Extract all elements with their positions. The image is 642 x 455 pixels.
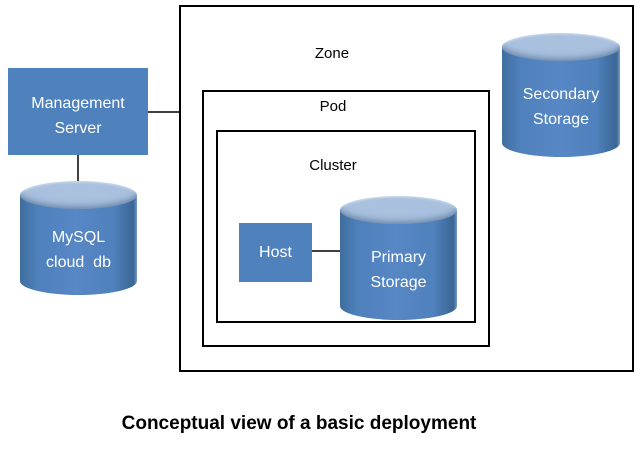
zone-label: Zone <box>314 45 350 62</box>
primary-storage-cylinder: Primary Storage <box>340 196 457 320</box>
primary-storage-label-line1: Primary <box>370 249 427 266</box>
mysql-db-cylinder: MySQL cloud db <box>20 181 137 295</box>
management-server-label-line1: Management <box>31 95 125 112</box>
secondary-storage-cylinder: Secondary Storage <box>502 33 620 157</box>
secondary-storage-label: Secondary Storage <box>502 33 620 157</box>
cylinder-body <box>340 210 457 320</box>
cluster-container <box>216 130 476 323</box>
host-label: Host <box>259 244 292 261</box>
connector-management-server-to-mysql-db <box>77 155 79 181</box>
cluster-label: Cluster <box>309 157 357 174</box>
primary-storage-label: Primary Storage <box>340 196 457 320</box>
pod-label: Pod <box>319 98 347 115</box>
mysql-db-label-line1: MySQL <box>51 229 106 246</box>
secondary-storage-label-line2: Storage <box>532 111 590 128</box>
connector-management-server-to-zone <box>148 111 179 113</box>
mysql-db-label-line2: cloud db <box>46 254 111 271</box>
primary-storage-label-line2: Storage <box>370 274 427 291</box>
management-server-label-line2: Server <box>54 120 102 137</box>
cylinder-lid <box>20 181 137 209</box>
secondary-storage-label-line1: Secondary <box>522 86 600 103</box>
connector-host-to-primary-storage <box>312 250 340 252</box>
cylinder-body <box>502 47 620 157</box>
pod-container <box>202 90 490 347</box>
cylinder-lid <box>340 196 457 224</box>
cylinder-body <box>20 195 137 295</box>
zone-container <box>179 5 634 372</box>
mysql-db-label: MySQL cloud db <box>20 181 137 295</box>
management-server-node: Management Server <box>8 68 148 155</box>
diagram-caption: Conceptual view of a basic deployment <box>121 413 477 434</box>
host-node: Host <box>239 223 312 282</box>
cylinder-lid <box>502 33 620 61</box>
